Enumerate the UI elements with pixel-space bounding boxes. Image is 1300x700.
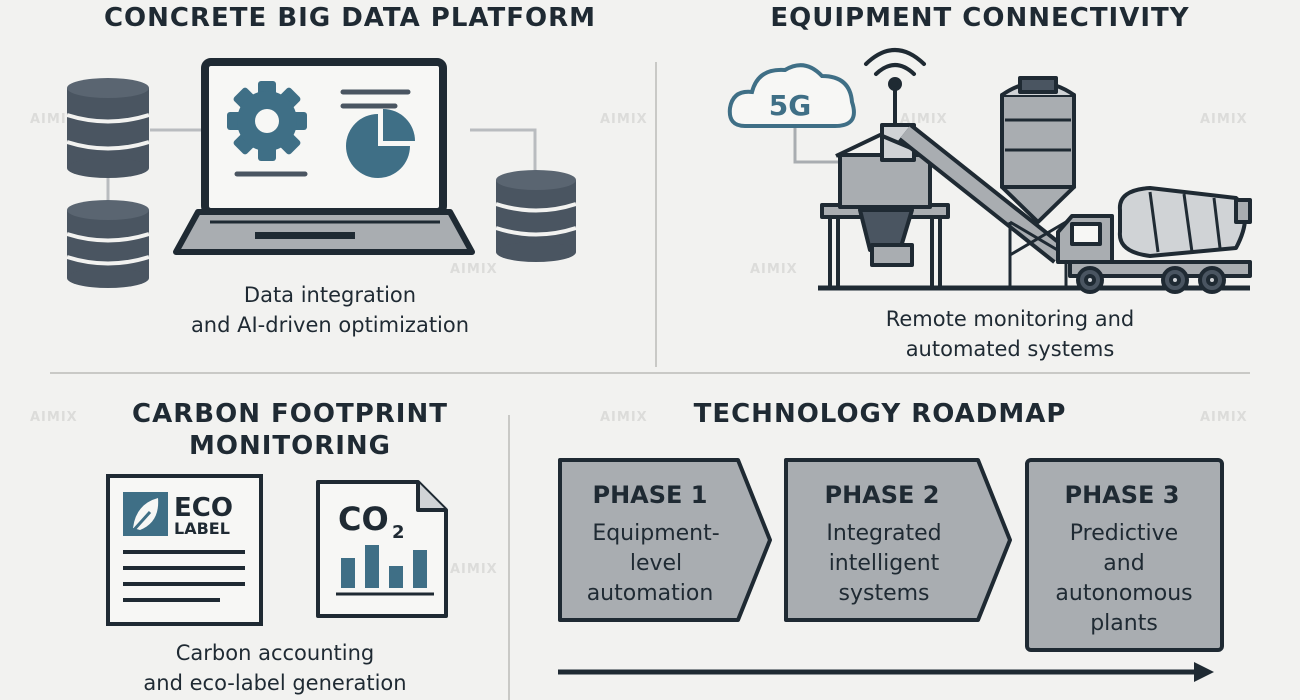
phase-1-box <box>558 458 772 622</box>
watermark: AIMIX <box>30 112 78 127</box>
carbon-illustration: ECO LABEL CO 2 <box>106 474 448 626</box>
gear-icon <box>227 81 307 161</box>
vertical-divider-top <box>655 62 657 367</box>
concrete-mixer-truck-icon <box>1056 186 1252 294</box>
carbon-title-line1: CARBON FOOTPRINT <box>132 399 448 429</box>
big-data-illustration <box>66 58 577 288</box>
horizontal-divider <box>50 372 1250 374</box>
watermark: AIMIX <box>600 410 648 425</box>
watermark: AIMIX <box>450 262 498 277</box>
eco-label-document-icon: ECO LABEL <box>106 474 263 626</box>
phase-3-line: Predictive <box>1070 521 1178 546</box>
phase-2-line: intelligent <box>829 551 940 576</box>
big-data-title: CONCRETE BIG DATA PLATFORM <box>103 3 597 33</box>
phase-3-name: PHASE 3 <box>1065 481 1180 509</box>
big-data-caption-line2: and AI-driven optimization <box>190 313 470 337</box>
database-icon <box>495 170 577 262</box>
co2-report-document-icon: CO 2 <box>316 480 448 618</box>
watermark: AIMIX <box>600 112 648 127</box>
mixing-plant-icon <box>818 76 1250 291</box>
big-data-caption-line1: Data integration <box>243 283 417 307</box>
cloud-icon: 5G <box>727 63 856 164</box>
phase-1-name: PHASE 1 <box>593 481 708 509</box>
connectivity-caption-line1: Remote monitoring and <box>885 307 1135 331</box>
eco-label-subtext: LABEL <box>174 519 230 538</box>
pie-chart-icon <box>346 109 415 178</box>
vertical-divider-bottom <box>508 415 510 700</box>
phase-3-box <box>1025 458 1224 652</box>
concrete-plant-illustration: 5G <box>727 48 1252 294</box>
watermark: AIMIX <box>1200 112 1248 127</box>
database-icon <box>66 200 150 288</box>
carbon-caption-line1: Carbon accounting <box>175 641 375 665</box>
co2-subscript: 2 <box>392 522 405 543</box>
watermark: AIMIX <box>450 562 498 577</box>
phase-1-line: automation <box>587 581 714 606</box>
phase-3-line: and <box>1103 551 1144 576</box>
phase-3-line: autonomous <box>1055 581 1192 606</box>
phase-1-line: level <box>630 551 682 576</box>
carbon-title-line2: MONITORING <box>188 431 392 461</box>
eco-label-text: ECO <box>174 493 233 523</box>
connectivity-title: EQUIPMENT CONNECTIVITY <box>770 3 1190 33</box>
bar-chart-icon <box>341 545 427 588</box>
carbon-caption-line2: and eco-label generation <box>143 671 407 695</box>
database-icon <box>66 78 150 178</box>
carbon-caption: Carbon accounting and eco-label generati… <box>60 638 490 698</box>
watermark: AIMIX <box>1200 410 1248 425</box>
phase-2-name: PHASE 2 <box>825 481 940 509</box>
watermark: AIMIX <box>750 262 798 277</box>
co2-label: CO <box>338 500 389 538</box>
carbon-title: CARBON FOOTPRINT MONITORING <box>60 398 520 462</box>
big-data-caption: Data integration and AI-driven optimizat… <box>100 280 560 340</box>
watermark: AIMIX <box>30 410 78 425</box>
phase-2-line: Integrated <box>826 521 941 546</box>
phase-2-line: systems <box>839 581 930 606</box>
connectivity-caption-line2: automated systems <box>905 337 1115 361</box>
connectivity-caption: Remote monitoring and automated systems <box>780 304 1240 364</box>
cloud-5g-label: 5G <box>769 89 811 122</box>
timeline-arrow-icon <box>558 662 1214 682</box>
roadmap-title: TECHNOLOGY ROADMAP <box>693 399 1067 429</box>
phase-1-line: Equipment- <box>592 521 719 546</box>
wifi-signal-icon <box>864 48 926 137</box>
phase-2-box <box>784 458 1012 622</box>
phase-3-line: plants <box>1090 611 1158 636</box>
